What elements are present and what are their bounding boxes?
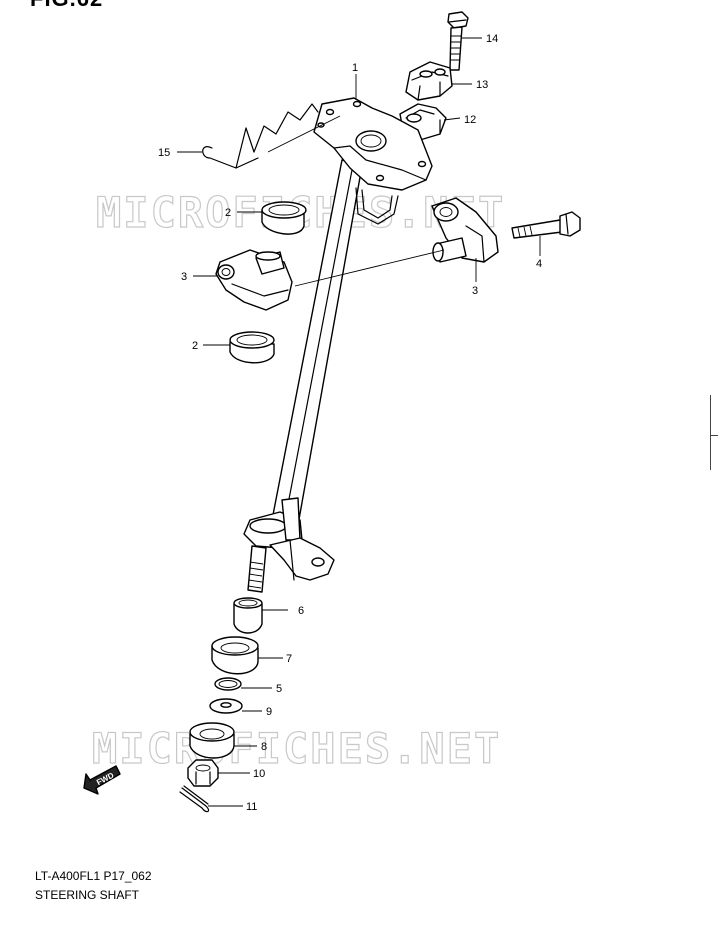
part-6-sleeve[interactable] [233, 597, 263, 634]
callout-2[interactable]: 2 [192, 340, 198, 352]
callout-8[interactable]: 8 [261, 741, 267, 753]
part-7-seal[interactable] [211, 636, 259, 675]
watermark-bottom: MICROFICHES.NET [92, 724, 501, 773]
part-2-bushing-upper[interactable] [261, 201, 307, 235]
leader-lines [177, 37, 541, 807]
forward-arrow-badge: FWD [83, 765, 121, 795]
callout-3[interactable]: 3 [472, 285, 478, 297]
part-9-washer[interactable] [209, 698, 243, 714]
part-2-bushing-lower[interactable] [229, 331, 275, 364]
diagram-title: STEERING SHAFT [35, 888, 140, 902]
part-1-steering-shaft[interactable] [243, 97, 433, 593]
page-edge-marker [710, 395, 718, 470]
callout-14[interactable]: 14 [486, 33, 498, 45]
callout-7[interactable]: 7 [286, 653, 292, 665]
callout-13[interactable]: 13 [476, 79, 488, 91]
part-13-upper-holder[interactable] [405, 61, 453, 101]
part-5-o-ring[interactable] [214, 677, 242, 691]
part-10-nut[interactable] [187, 759, 219, 787]
part-4-bolt[interactable] [511, 211, 581, 239]
callout-2[interactable]: 2 [225, 207, 231, 219]
callout-3[interactable]: 3 [181, 271, 187, 283]
callout-11[interactable]: 11 [246, 801, 257, 813]
part-11-cotter-pin[interactable] [179, 785, 210, 813]
callout-5[interactable]: 5 [276, 683, 282, 695]
centerline-clip [267, 115, 341, 153]
callout-10[interactable]: 10 [253, 768, 265, 780]
diagram-code: LT-A400FL1 P17_062 [35, 869, 152, 883]
part-3-holder-right[interactable] [431, 197, 499, 263]
part-3-holder-left[interactable] [215, 249, 293, 311]
centerline-holder [294, 249, 445, 287]
callout-6[interactable]: 6 [298, 605, 304, 617]
callout-9[interactable]: 9 [266, 706, 272, 718]
callout-12[interactable]: 12 [464, 114, 476, 126]
part-14-bolt[interactable] [447, 11, 469, 71]
callout-15[interactable]: 15 [158, 147, 170, 159]
figure-label: FIG.62 [30, 0, 103, 12]
callout-1[interactable]: 1 [352, 62, 358, 74]
callout-4[interactable]: 4 [536, 258, 542, 270]
part-15-clip[interactable] [202, 103, 319, 169]
part-8-bearing[interactable] [189, 722, 235, 759]
